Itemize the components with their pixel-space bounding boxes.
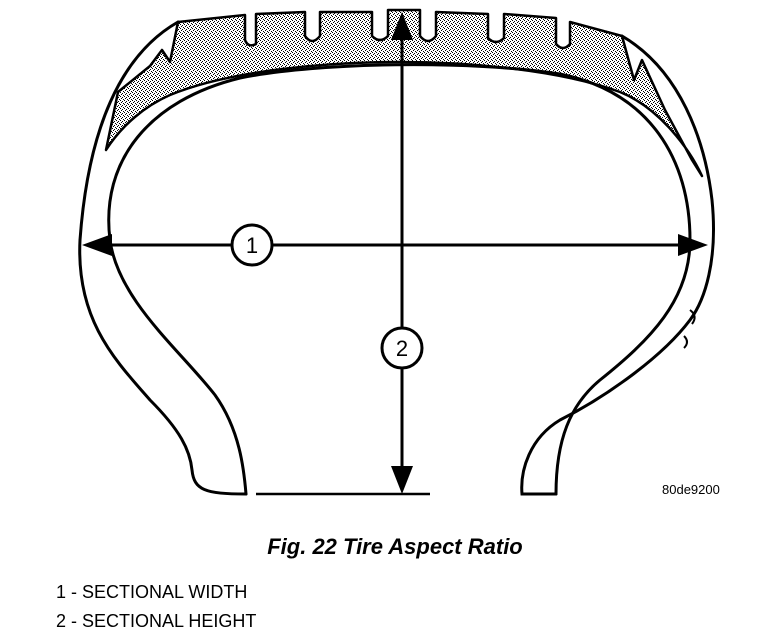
figure-caption: Fig. 22 Tire Aspect Ratio [267,534,523,559]
legend-item-sectional-width: 1 - SECTIONAL WIDTH [56,582,248,602]
height-arrowhead-bottom [391,466,413,494]
tread-band [104,8,704,178]
sidewall-notch [689,309,696,325]
callout-2: 2 [380,326,424,370]
width-arrowhead-left [82,234,112,256]
sidewall-notch [683,335,688,349]
legend-item-sectional-height: 2 - SECTIONAL HEIGHT [56,611,257,631]
width-arrowhead-right [678,234,708,256]
tire-outer-profile-right [520,34,715,496]
callout-1: 1 [230,223,274,267]
height-arrowhead-top [391,12,413,40]
tire-outer-profile [78,20,248,496]
legend: 1 - SECTIONAL WIDTH 2 - SECTIONAL HEIGHT [56,578,256,636]
callout-2-number: 2 [396,336,408,361]
tire-inner-profile [107,63,692,496]
callout-1-number: 1 [246,233,258,258]
figure-code: 80de9200 [662,482,720,497]
tire-cross-section-diagram: 1 2 [78,8,715,496]
